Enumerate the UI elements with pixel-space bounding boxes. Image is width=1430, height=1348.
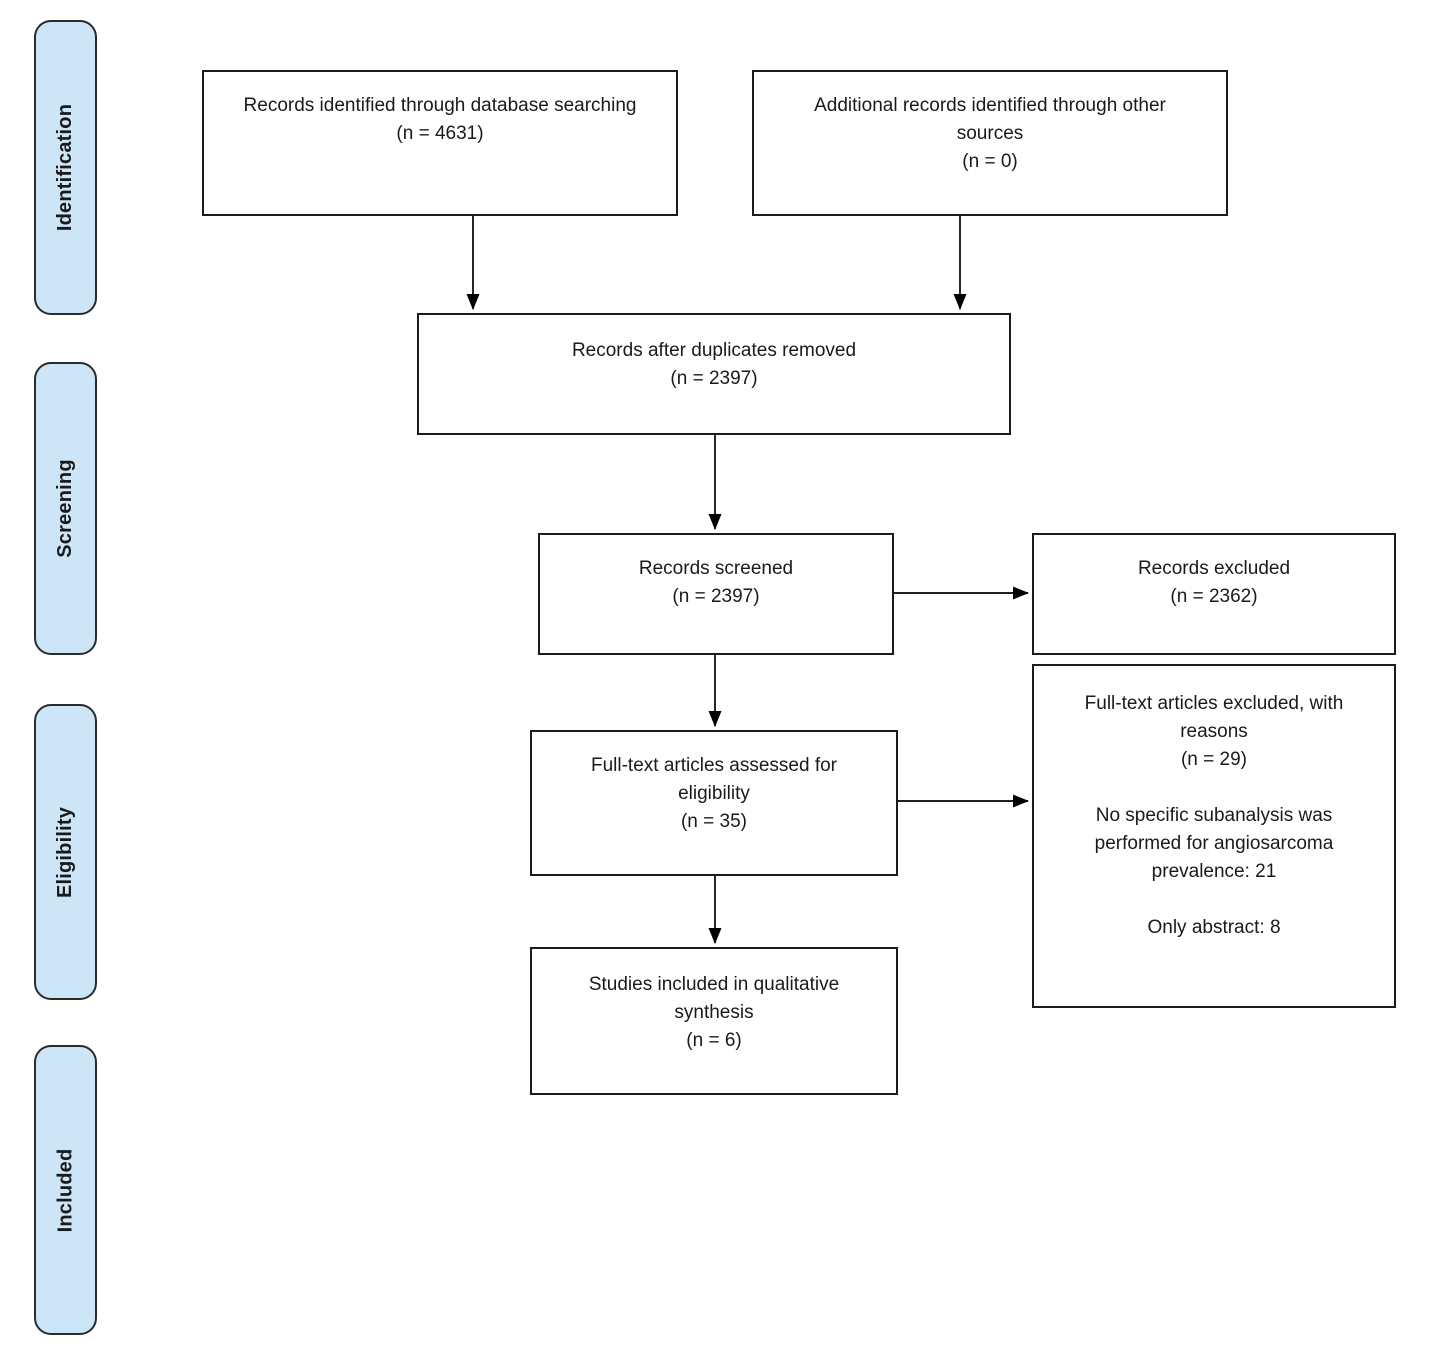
exclusion-reason-line: prevalence: 21 bbox=[1151, 861, 1277, 882]
box-text-line: eligibility bbox=[678, 783, 750, 804]
box-fulltext-assessed: Full-text articles assessed for eligibil… bbox=[530, 730, 898, 876]
box-additional-records: Additional records identified through ot… bbox=[752, 70, 1228, 216]
box-records-screened: Records screened (n = 2397) bbox=[538, 533, 894, 655]
box-count: (n = 35) bbox=[680, 811, 747, 832]
box-text-line: Records after duplicates removed bbox=[571, 340, 857, 361]
stage-label-eligibility: Eligibility bbox=[54, 806, 77, 898]
box-count: (n = 2397) bbox=[670, 368, 758, 389]
box-count: (n = 2362) bbox=[1170, 586, 1258, 607]
box-included-studies: Studies included in qualitative synthesi… bbox=[530, 947, 898, 1095]
stage-bar-included: Included bbox=[34, 1045, 97, 1335]
box-after-duplicates: Records after duplicates removed (n = 23… bbox=[417, 313, 1011, 435]
stage-label-identification: Identification bbox=[54, 103, 76, 232]
box-fulltext-excluded: Full-text articles excluded, with reason… bbox=[1032, 664, 1396, 1008]
stage-bar-identification: Identification bbox=[34, 20, 97, 315]
box-text-line: Records excluded bbox=[1137, 558, 1291, 579]
stage-bar-screening: Screening bbox=[34, 362, 97, 655]
stage-label-screening: Screening bbox=[54, 459, 76, 558]
box-records-identified: Records identified through database sear… bbox=[202, 70, 678, 216]
box-text-line: synthesis bbox=[674, 1002, 754, 1023]
box-text-line: sources bbox=[956, 123, 1024, 144]
box-count: (n = 2397) bbox=[672, 586, 760, 607]
box-count: (n = 0) bbox=[962, 151, 1018, 172]
box-text-line: Records identified through database sear… bbox=[243, 95, 637, 116]
exclusion-reason-line: No specific subanalysis was bbox=[1095, 805, 1333, 826]
box-text-line: reasons bbox=[1180, 721, 1248, 742]
exclusion-reason-line: Only abstract: 8 bbox=[1147, 917, 1281, 938]
stage-bar-eligibility: Eligibility bbox=[34, 704, 97, 1000]
exclusion-reason-line: performed for angiosarcoma bbox=[1094, 833, 1334, 854]
box-text-line: Full-text articles excluded, with bbox=[1084, 693, 1344, 714]
box-text-line: Full-text articles assessed for bbox=[590, 755, 838, 776]
box-text-line: Studies included in qualitative bbox=[588, 974, 840, 995]
box-records-excluded: Records excluded (n = 2362) bbox=[1032, 533, 1396, 655]
box-count: (n = 4631) bbox=[396, 123, 484, 144]
box-count: (n = 29) bbox=[1180, 749, 1247, 770]
box-text-line: Additional records identified through ot… bbox=[814, 95, 1166, 116]
stage-label-included: Included bbox=[54, 1148, 77, 1232]
box-count: (n = 6) bbox=[686, 1030, 742, 1051]
box-text-line: Records screened bbox=[638, 558, 794, 579]
